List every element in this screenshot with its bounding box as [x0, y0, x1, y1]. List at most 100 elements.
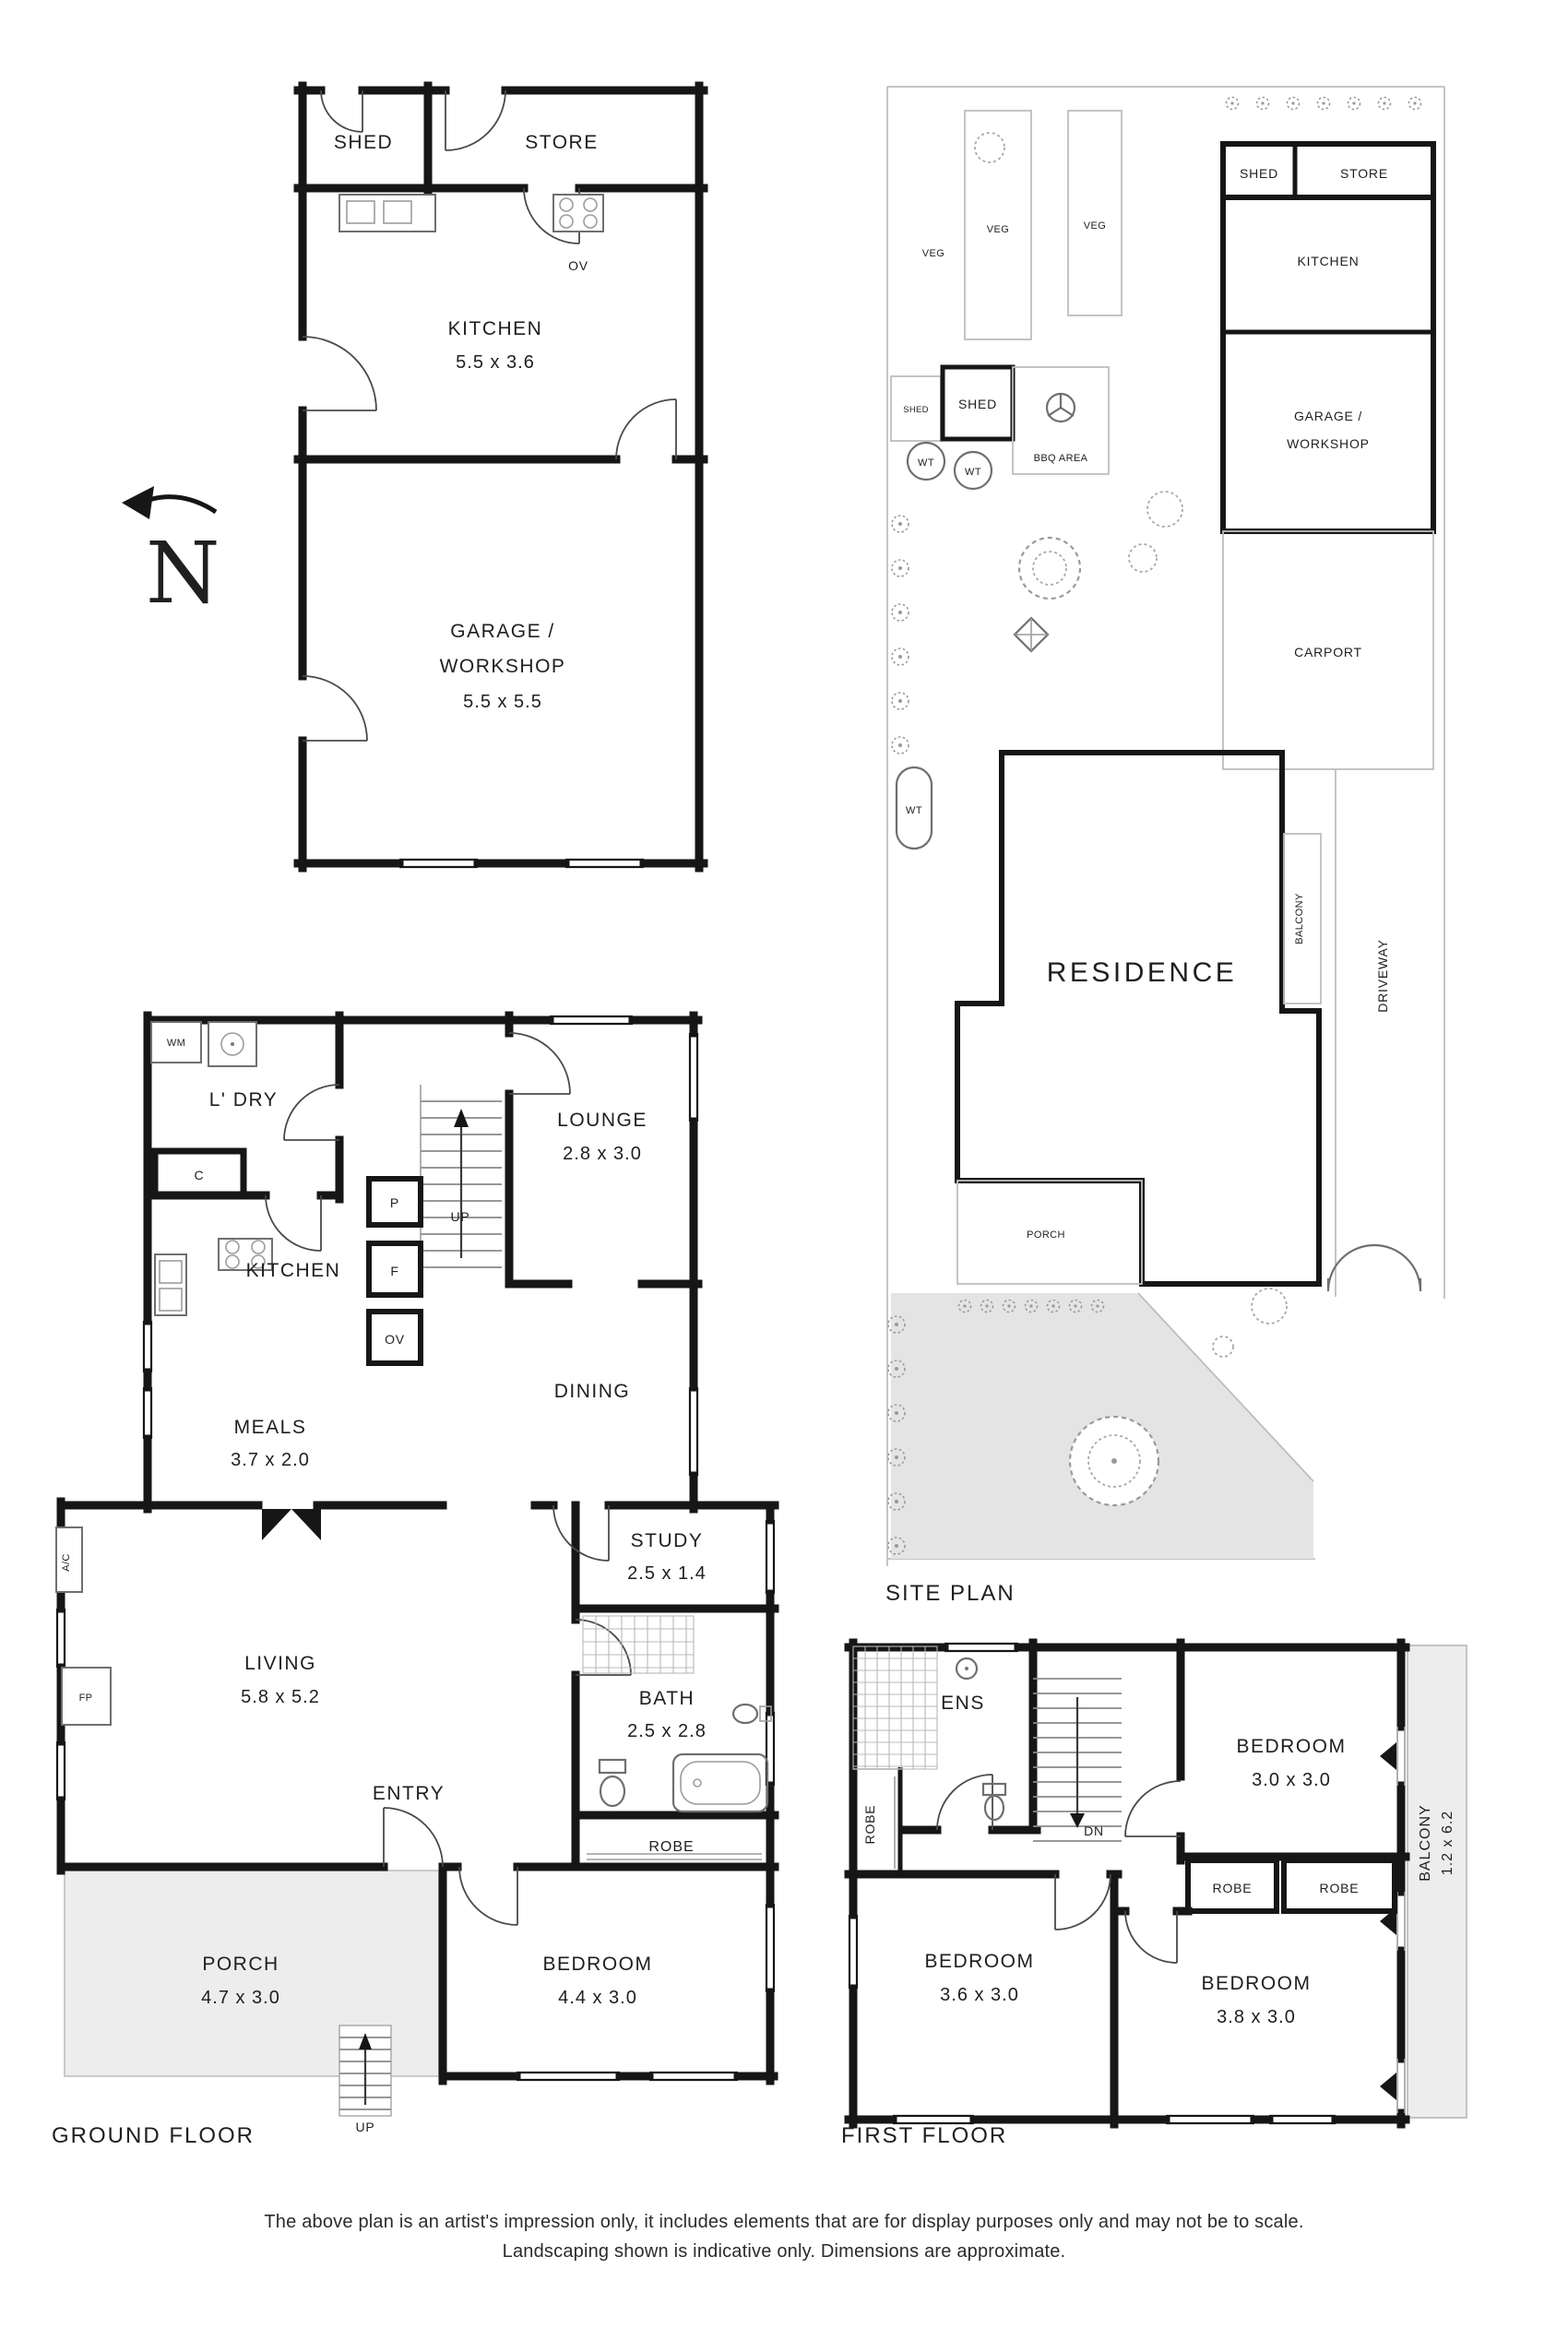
site-porch [956, 1180, 1143, 1285]
label-veg-1: VEG [922, 248, 944, 259]
first-doors [936, 1774, 1182, 1964]
label-bedroom: BEDROOM [542, 1954, 652, 1975]
garden-middle: WT [891, 491, 1183, 850]
label-bed2-dim: 3.6 x 3.0 [940, 1985, 1019, 2005]
bbq-area [1012, 366, 1110, 475]
washing-machine [150, 1021, 202, 1063]
linen-closet [151, 1147, 247, 1199]
label-fp: FP [79, 1693, 93, 1704]
ground-walls [55, 1011, 779, 2085]
label-bed2: BEDROOM [924, 1951, 1034, 1972]
label-outbuilding-shed: SHED [334, 132, 393, 153]
label-outbuilding-ov: OV [568, 258, 588, 273]
stairs-up-main [420, 1085, 502, 1284]
site-outbuilding-block: SHED STORE KITCHEN GARAGE / WORKSHOP [1220, 141, 1436, 534]
water-tank-1 [906, 441, 946, 481]
label-robe-1: ROBE [1213, 1881, 1253, 1895]
bathtub [671, 1752, 769, 1813]
label-bath: BATH [639, 1688, 695, 1709]
robe-box-2 [1281, 1858, 1397, 1914]
sheds-and-bbq: SHED SHED BBQ AREA WT WT [890, 364, 1110, 491]
basin [955, 1657, 979, 1681]
ground-doors [262, 1032, 632, 1926]
sink-unit [339, 194, 436, 232]
ground-floor-plan: WM L' DRY C KITCHEN P F OV UP LOUNGE 2.8… [55, 1011, 779, 2134]
veg-bed [1067, 110, 1123, 316]
label-veg-2: VEG [987, 224, 1009, 235]
toilet [598, 1758, 627, 1775]
label-shed: SHED [958, 397, 997, 411]
label-site-balcony: BALCONY [1294, 893, 1305, 944]
label-ac: A/C [61, 1553, 72, 1572]
outbuilding-plan: SHED STORE OV KITCHEN 5.5 x 3.6 GARAGE /… [293, 81, 708, 873]
label-robe: ROBE [648, 1839, 694, 1855]
oven [366, 1309, 423, 1366]
label-balcony-dim: 1.2 x 6.2 [1440, 1811, 1455, 1875]
label-study: STUDY [631, 1530, 704, 1551]
outbuilding-kitchen-fixtures [339, 194, 604, 232]
label-living: LIVING [244, 1653, 316, 1674]
label-site-garage-1: GARAGE / [1294, 409, 1362, 423]
kitchen-fixtures [154, 1176, 423, 1366]
label-site-porch: PORCH [1027, 1229, 1065, 1241]
label-meals: MEALS [234, 1417, 307, 1438]
label-robe-left: ROBE [862, 1805, 877, 1845]
label-up-stairs: UP [450, 1209, 469, 1224]
label-shed-small: SHED [903, 405, 929, 415]
label-bath-dim: 2.5 x 2.8 [627, 1721, 707, 1741]
label-bed1-dim: 3.0 x 3.0 [1252, 1770, 1331, 1790]
pantry [366, 1176, 423, 1228]
label-carport: CARPORT [1294, 645, 1362, 659]
water-tank-2 [953, 450, 993, 491]
tree [1251, 1288, 1288, 1324]
label-outbuilding-store: STORE [525, 132, 598, 153]
label-outbuilding-kitchen-dim: 5.5 x 3.6 [456, 352, 535, 373]
label-driveway: DRIVEWAY [1375, 939, 1390, 1013]
balcony-sliding-doors [1396, 1727, 1406, 2113]
living-fixtures [55, 1526, 112, 1726]
label-bed1: BEDROOM [1236, 1736, 1346, 1757]
label-c: C [195, 1168, 205, 1182]
north-arrow: N [122, 486, 220, 623]
label-wm: WM [167, 1038, 185, 1049]
label-up-porch: UP [355, 2120, 374, 2134]
label-kitchen: KITCHEN [246, 1260, 341, 1281]
label-site-kitchen: KITCHEN [1297, 254, 1359, 268]
label-f: F [390, 1264, 398, 1278]
label-veg-3: VEG [1084, 220, 1106, 232]
stairs-down [1033, 1678, 1122, 1842]
site-balcony [1283, 833, 1322, 1004]
label-site-store: STORE [1340, 166, 1388, 181]
label-wt-2: WT [965, 467, 981, 478]
fridge-space [366, 1241, 423, 1298]
label-ldry: L' DRY [209, 1089, 278, 1111]
label-living-dim: 5.8 x 5.2 [241, 1687, 320, 1707]
label-ens: ENS [941, 1693, 985, 1714]
porch-steps [339, 2025, 392, 2117]
label-outbuilding-kitchen: KITCHEN [448, 318, 543, 339]
carport: CARPORT [1222, 530, 1434, 770]
toilet [981, 1782, 1007, 1797]
label-bbq: BBQ AREA [1034, 453, 1088, 464]
tree [974, 132, 1005, 163]
water-tank-3 [895, 766, 933, 850]
label-study-dim: 2.5 x 1.4 [627, 1563, 707, 1584]
label-outbuilding-garage-dim: 5.5 x 5.5 [463, 692, 542, 712]
label-porch: PORCH [202, 1954, 279, 1975]
first-floor-plan: ENS ROBE DN BEDROOM 3.0 x 3.0 ROBE ROBE … [844, 1638, 1467, 2129]
tree [1146, 491, 1183, 528]
residence-footprint: BALCONY RESIDENCE PORCH [955, 750, 1322, 1287]
driveway-gates [1326, 1243, 1422, 1292]
label-bedroom-dim: 4.4 x 3.0 [558, 1988, 637, 2008]
label-porch-dim: 4.7 x 3.0 [201, 1988, 280, 2008]
label-meals-dim: 3.7 x 2.0 [231, 1450, 310, 1470]
label-site-shed: SHED [1240, 166, 1278, 181]
label-residence: RESIDENCE [1047, 957, 1238, 988]
label-bed3-dim: 3.8 x 3.0 [1217, 2007, 1296, 2027]
french-door-leaves [262, 1509, 321, 1540]
label-outbuilding-garage-1: GARAGE / [450, 621, 555, 642]
plant-row-top [1225, 96, 1422, 111]
label-lounge-dim: 2.8 x 3.0 [563, 1144, 642, 1164]
veg-bed [964, 110, 1032, 340]
